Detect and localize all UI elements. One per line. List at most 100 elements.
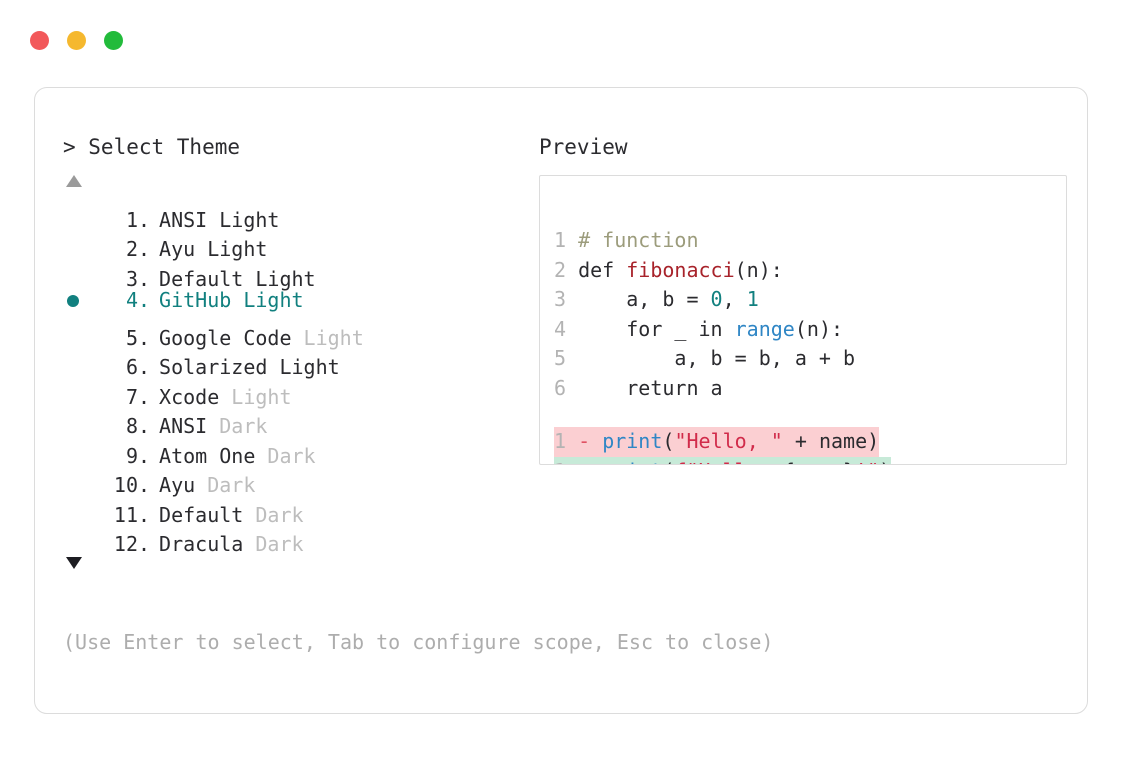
code-token: 1	[746, 287, 759, 311]
code-token: fibonacci	[626, 257, 735, 282]
code-line-number: 4	[554, 316, 579, 341]
theme-item-name: Ayu	[159, 473, 208, 497]
theme-item-separator: .	[138, 355, 151, 379]
code-line-number: 1	[554, 429, 579, 453]
theme-item-separator: .	[138, 502, 151, 527]
theme-item-number: 3	[125, 266, 138, 291]
diff-sign: +	[578, 459, 602, 465]
theme-item-variant: Dark	[207, 473, 256, 497]
theme-list-item[interactable]: 8.ANSI Dark	[63, 404, 533, 438]
theme-item-number: 12	[113, 532, 138, 556]
theme-list-item[interactable]: 5. Google Code Light	[63, 315, 533, 350]
selected-bullet-slot	[63, 522, 96, 552]
code-line: 1 # function	[554, 226, 699, 256]
code-token: return a	[578, 375, 723, 400]
code-line-number: 3	[554, 287, 579, 311]
theme-item-number: 8	[125, 414, 138, 438]
code-token: (	[662, 429, 675, 453]
window-traffic-lights	[30, 31, 123, 50]
theme-item-number: 10	[113, 473, 138, 497]
selected-bullet-slot	[63, 345, 96, 375]
theme-item-variant: Light	[219, 207, 280, 232]
code-blank-line	[554, 403, 566, 427]
theme-item-number: 5	[125, 325, 138, 350]
theme-list-item[interactable]: 3. Default Light	[63, 256, 533, 291]
theme-list-item[interactable]: 1.ANSI Light	[63, 197, 533, 232]
theme-item-variant: Light	[243, 287, 304, 312]
code-token: (n):	[734, 257, 783, 282]
theme-list-item[interactable]: 9.Atom One Dark	[63, 433, 533, 468]
theme-item-name: Default	[159, 502, 256, 527]
selected-bullet-slot	[63, 315, 96, 345]
code-token: for _ in	[578, 316, 735, 341]
theme-item-variant: Light	[255, 266, 316, 291]
scroll-down-icon[interactable]	[66, 557, 82, 569]
theme-list-item[interactable]: 11.Default Dark	[63, 492, 533, 527]
code-token: f"Hello,	[674, 459, 782, 465]
theme-list-item[interactable]: 2.Ayu Light	[63, 227, 533, 261]
theme-item-separator: .	[138, 325, 151, 350]
theme-item-name: Google Code	[159, 325, 304, 350]
code-token: )	[879, 459, 891, 465]
theme-item-separator: .	[138, 443, 151, 468]
scroll-up-icon[interactable]	[66, 175, 82, 187]
code-line-number: 1	[554, 459, 578, 465]
diff-removed-line: 1 - print("Hello, " + name)	[554, 427, 880, 457]
selected-bullet-slot	[63, 256, 96, 286]
theme-item-separator: .	[138, 207, 151, 232]
code-line-number: 2	[554, 257, 579, 282]
theme-item-variant: Light	[231, 384, 292, 409]
theme-item-name: Default	[159, 266, 256, 291]
selected-bullet-slot	[63, 463, 96, 493]
code-token: 0	[710, 287, 723, 311]
theme-item-name: ANSI	[159, 207, 220, 232]
theme-item-separator: .	[138, 266, 151, 291]
theme-item-separator: .	[138, 473, 151, 497]
code-token: ,	[722, 287, 747, 311]
theme-item-variant: Light	[207, 237, 268, 261]
theme-list-item[interactable]: 12.Dracula Dark	[63, 522, 533, 556]
code-token: !"	[855, 459, 879, 465]
theme-item-name: Solarized	[159, 355, 280, 379]
code-line: 3 a, b = 0, 1	[554, 285, 759, 315]
minimize-icon[interactable]	[67, 31, 86, 50]
close-icon[interactable]	[30, 31, 49, 50]
theme-item-variant: Dark	[255, 502, 304, 527]
theme-list-item[interactable]: 7.Xcode Light	[63, 374, 533, 409]
theme-item-number: 2	[125, 237, 138, 261]
code-token: {name}	[783, 459, 855, 465]
theme-item-variant: Dark	[267, 443, 316, 468]
theme-item-name: GitHub	[159, 287, 244, 312]
code-line-number: 1	[554, 228, 579, 252]
code-token: print	[602, 459, 662, 465]
code-token: range	[734, 316, 795, 341]
theme-item-variant: Light	[303, 325, 364, 350]
code-token: "Hello, "	[674, 429, 783, 453]
selected-bullet-slot	[63, 197, 96, 227]
theme-item-variant: Dark	[219, 414, 268, 438]
maximize-icon[interactable]	[104, 31, 123, 50]
code-line-number: 5	[554, 346, 579, 370]
preview-title: Preview	[539, 135, 628, 159]
code-line: 6 return a	[554, 374, 723, 404]
keyboard-hint: (Use Enter to select, Tab to configure s…	[63, 630, 774, 654]
diff-sign: -	[578, 429, 603, 453]
diff-added-line: 1 + print(f"Hello, {name}!")	[554, 456, 892, 465]
code-token: (n):	[794, 316, 844, 341]
code-token: (	[662, 459, 674, 465]
code-line: 5 a, b = b, a + b	[554, 344, 855, 374]
theme-list-item[interactable]: 4.GitHub Light	[63, 286, 533, 316]
preview-panel-header: Preview	[539, 133, 1067, 161]
theme-list-item[interactable]: 6.Solarized Light	[63, 345, 533, 379]
code-line: 4 for _ in range(n):	[554, 315, 843, 345]
theme-item-name: ANSI	[159, 414, 220, 438]
code-token: # function	[578, 228, 699, 252]
theme-item-separator: .	[138, 287, 151, 312]
theme-list-item[interactable]: 10. Ayu Dark	[63, 463, 533, 497]
selected-bullet-slot	[63, 433, 96, 463]
theme-item-variant: Dark	[255, 532, 304, 556]
